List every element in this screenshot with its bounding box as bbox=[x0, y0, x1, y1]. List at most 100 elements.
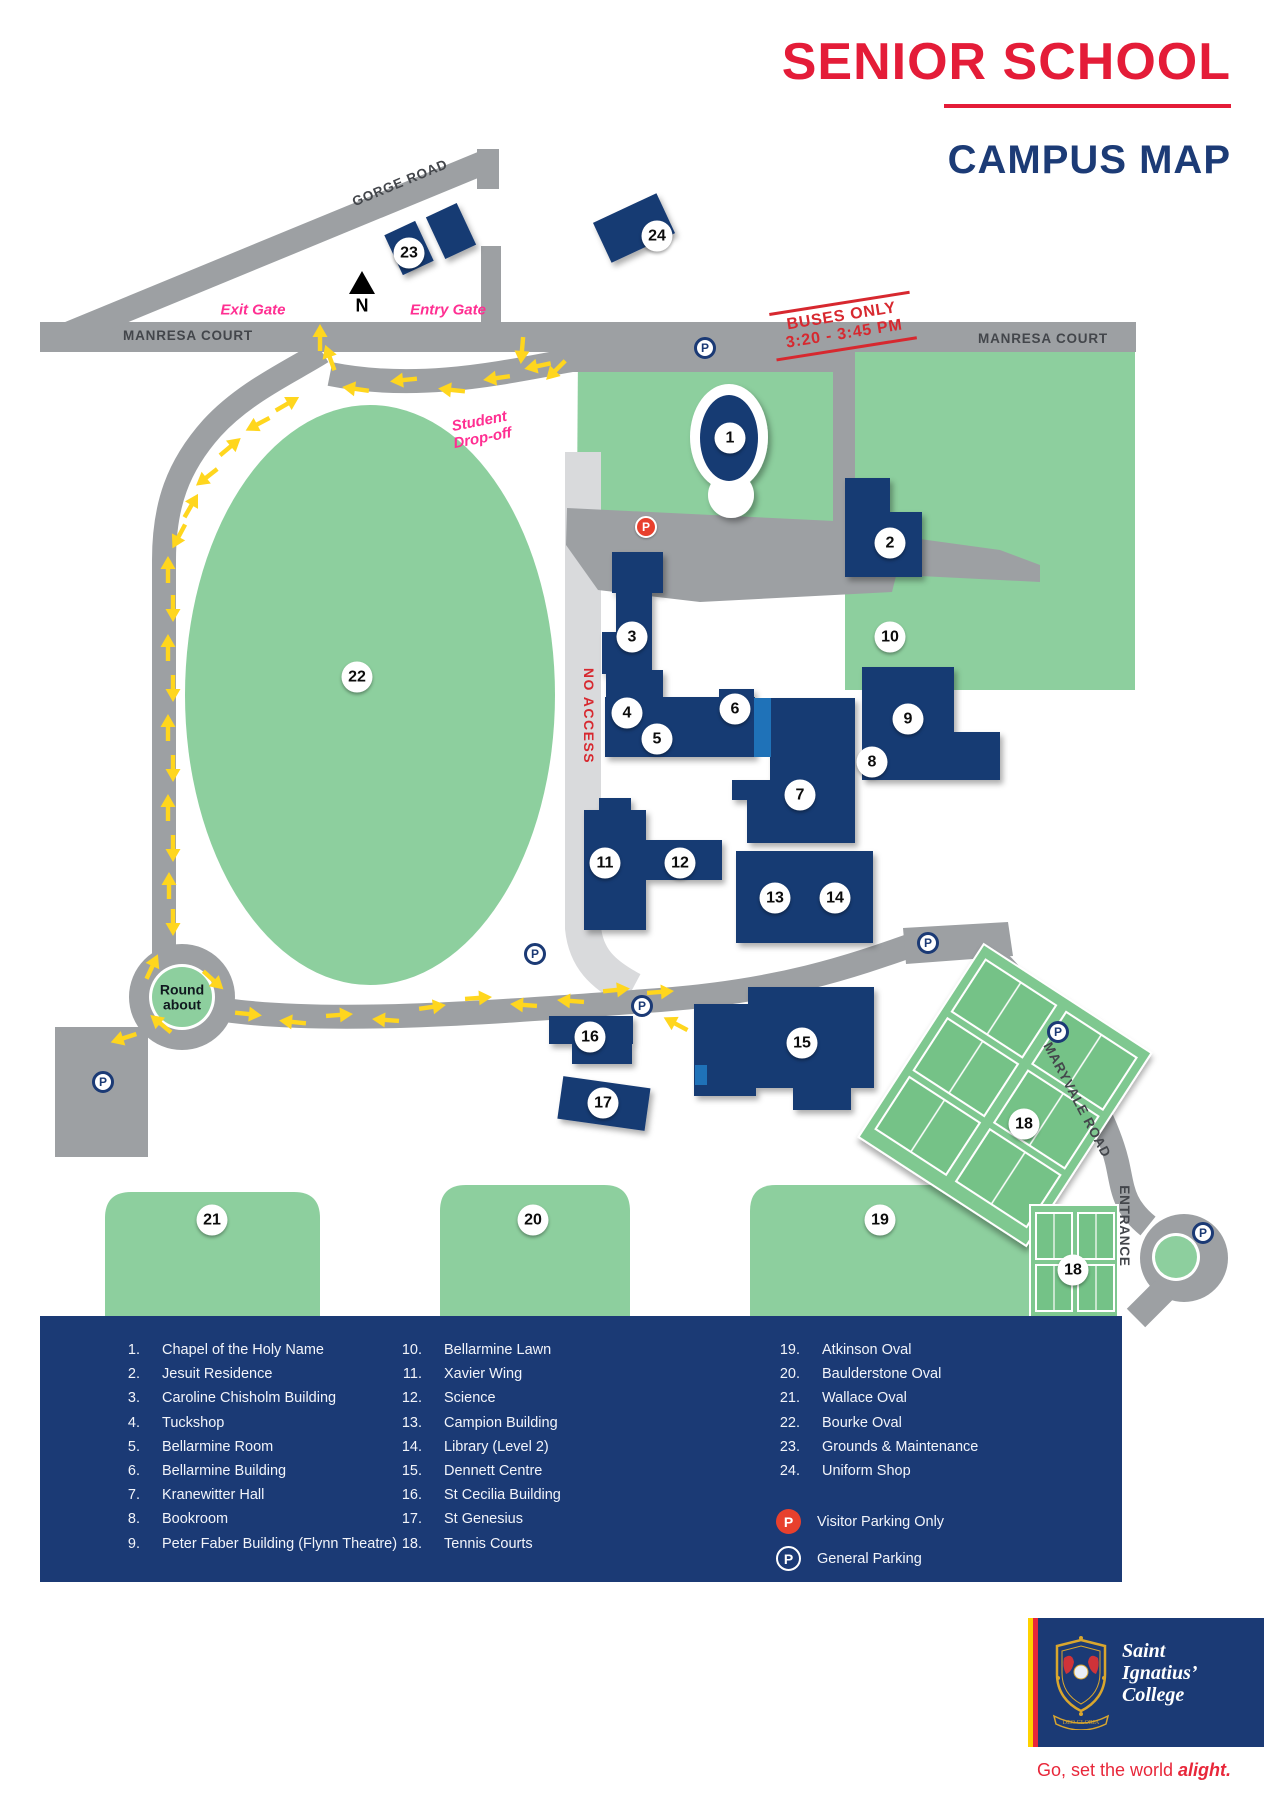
building-marker-8-7: 8 bbox=[856, 746, 888, 778]
college-name-line2: Ignatius’ bbox=[1122, 1662, 1198, 1684]
legend-item-16: 16.St Cecilia Building bbox=[342, 1483, 561, 1507]
maryvale-road-label: MARYVALE ROAD bbox=[1040, 1039, 1114, 1160]
legend-item-17: 17. St Genesius bbox=[342, 1507, 561, 1531]
roundabout-label: Round about bbox=[159, 981, 205, 1012]
legend-item-label: St Cecilia Building bbox=[444, 1487, 561, 1504]
legend-item-number: 10. bbox=[401, 1342, 422, 1358]
college-name: Saint Ignatius’ College bbox=[1122, 1640, 1198, 1706]
building-marker-21-21: 21 bbox=[196, 1204, 228, 1236]
logo-panel: DEO GLORIA Saint Ignatius’ College bbox=[1038, 1618, 1264, 1747]
legend-item-label: St Genesius bbox=[444, 1511, 523, 1528]
manresa-court-label-left: MANRESA COURT bbox=[123, 328, 253, 344]
legend-item-number: 1. bbox=[127, 1342, 140, 1358]
legend-column-1: 1.Chapel of the Holy Name 2. Jesuit Reside… bbox=[60, 1338, 397, 1556]
legend-item-number: 4. bbox=[127, 1414, 140, 1431]
legend-item-20: 20.Baulderstone Oval bbox=[720, 1362, 978, 1386]
legend-item-number: 7. bbox=[127, 1487, 140, 1504]
baulderstone-oval bbox=[440, 1185, 630, 1318]
tagline-emphasis: alight. bbox=[1178, 1760, 1232, 1780]
maryvale-entrance-label: ENTRANCE bbox=[1116, 1185, 1132, 1267]
legend-item-number: 2. bbox=[127, 1366, 140, 1383]
compass-north-icon bbox=[349, 271, 375, 294]
gorge-road-label: GORGE ROAD bbox=[350, 156, 450, 210]
legend-item-label: Dennett Centre bbox=[444, 1462, 543, 1479]
legend-item-15: 15.Dennett Centre bbox=[342, 1459, 561, 1483]
general-parking-icon-7: P bbox=[92, 1071, 114, 1093]
legend-item-label: Tennis Courts bbox=[444, 1535, 533, 1552]
building-marker-19-19: 19 bbox=[864, 1204, 896, 1236]
building-marker-9-8: 9 bbox=[892, 703, 924, 735]
tennis-courts-upper bbox=[857, 942, 1153, 1248]
legend-item-number: 8. bbox=[127, 1511, 140, 1528]
atkinson-oval bbox=[750, 1185, 1035, 1318]
legend-item-number: 13. bbox=[401, 1414, 422, 1431]
legend-item-8: 8. Bookroom bbox=[60, 1507, 397, 1531]
building-marker-7-6: 7 bbox=[784, 779, 816, 811]
general-parking-icon-5: P bbox=[1047, 1021, 1069, 1043]
legend-item-number: 6. bbox=[127, 1462, 140, 1479]
legend-item-12: 12.Science bbox=[342, 1386, 561, 1410]
legend-item-label: Baulderstone Oval bbox=[822, 1366, 942, 1383]
college-tagline: Go, set the world alight. bbox=[1028, 1760, 1240, 1781]
building-marker-6-5: 6 bbox=[719, 693, 751, 725]
legend-item-1: 1.Chapel of the Holy Name bbox=[60, 1338, 397, 1362]
legend-item-number: 11. bbox=[402, 1366, 422, 1383]
general-parking-icon-0: P bbox=[694, 337, 716, 359]
legend-item-label: Xavier Wing bbox=[444, 1366, 523, 1383]
legend-item-label: Jesuit Residence bbox=[162, 1366, 273, 1383]
green-areas bbox=[105, 352, 1135, 1318]
legend-item-label: Wallace Oval bbox=[822, 1390, 907, 1407]
legend-item-9: 9.Peter Faber Building (Flynn Theatre) bbox=[60, 1532, 397, 1556]
building-marker-4-3: 4 bbox=[611, 697, 643, 729]
building-24-shape bbox=[592, 193, 676, 263]
legend-item-number: 24. bbox=[779, 1462, 800, 1479]
general-parking-legend-icon: P bbox=[776, 1546, 801, 1572]
building-marker-20-20: 20 bbox=[517, 1204, 549, 1236]
legend-item-18: 18.Tennis Courts bbox=[342, 1532, 561, 1556]
legend-item-11: 11. Xavier Wing bbox=[342, 1362, 561, 1386]
building-15-link-shape bbox=[695, 1065, 707, 1085]
no-access-label: NO ACCESS bbox=[581, 667, 598, 765]
header: SENIOR SCHOOL CAMPUS MAP bbox=[782, 36, 1231, 180]
legend-item-5: 5.Bellarmine Room bbox=[60, 1435, 397, 1459]
building-marker-1-0: 1 bbox=[714, 422, 746, 454]
college-name-line1: Saint bbox=[1122, 1640, 1166, 1662]
general-parking-icon-4: P bbox=[917, 932, 939, 954]
title-underline bbox=[944, 104, 1231, 108]
building-marker-13-12: 13 bbox=[759, 882, 791, 914]
building-2-shape bbox=[845, 478, 922, 577]
legend-item-label: Bourke Oval bbox=[822, 1414, 902, 1431]
legend-item-10: 10.Bellarmine Lawn bbox=[342, 1338, 561, 1362]
page-title: SENIOR SCHOOL bbox=[781, 33, 1231, 91]
dropoff-loop-road bbox=[152, 341, 329, 957]
college-crest-icon: DEO GLORIA bbox=[1052, 1636, 1110, 1730]
legend-item-19: 19.Atkinson Oval bbox=[720, 1338, 978, 1362]
legend-item-label: Caroline Chisholm Building bbox=[162, 1390, 337, 1407]
manresa-court-label-right: MANRESA COURT bbox=[978, 331, 1108, 347]
legend-item-label: Tuckshop bbox=[162, 1414, 225, 1431]
legend-item-number: 23. bbox=[779, 1438, 800, 1455]
gorge-road bbox=[53, 149, 495, 349]
crest-motto: DEO GLORIA bbox=[1063, 1720, 1100, 1726]
general-parking-icon-3: P bbox=[631, 995, 653, 1017]
gorge-road-elbow bbox=[477, 149, 499, 189]
compass-north-label: N bbox=[355, 295, 369, 316]
building-marker-22-22: 22 bbox=[341, 661, 373, 693]
legend-item-label: Bookroom bbox=[162, 1511, 229, 1528]
building-marker-14-13: 14 bbox=[819, 882, 851, 914]
buses-only-label: BUSES ONLY 3:20 - 3:45 PM bbox=[769, 290, 917, 362]
legend-item-label: Library (Level 2) bbox=[444, 1438, 549, 1455]
legend-item-number: 14. bbox=[401, 1438, 422, 1455]
exit-gate-label: Exit Gate bbox=[220, 301, 286, 319]
legend-item-23: 23.Grounds & Maintenance bbox=[720, 1435, 979, 1459]
building-marker-3-2: 3 bbox=[616, 621, 648, 653]
roundabout-island bbox=[152, 967, 212, 1027]
building-marker-10-9: 10 bbox=[874, 621, 906, 653]
legend-item-number: 17. bbox=[401, 1511, 422, 1528]
covered-link-shape bbox=[754, 698, 771, 757]
building-marker-5-4: 5 bbox=[641, 723, 673, 755]
legend-item-number: 12. bbox=[401, 1390, 422, 1407]
